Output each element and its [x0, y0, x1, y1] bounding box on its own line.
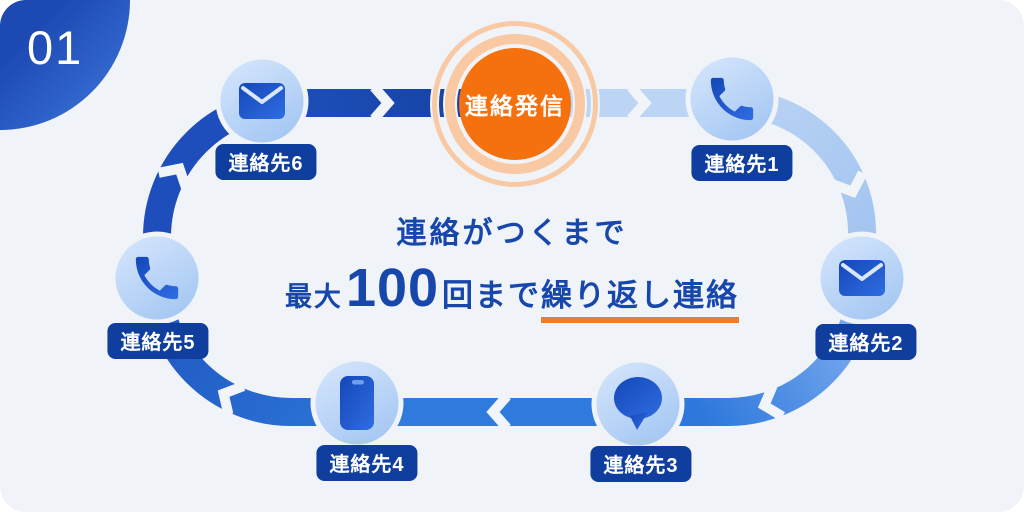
node-label-3: 連絡先3: [590, 446, 692, 482]
node-circle-4: [310, 356, 404, 450]
chat-icon: [614, 377, 662, 430]
contact-origin: [430, 19, 600, 189]
phone-icon: [135, 256, 179, 300]
node-circle-3: [591, 357, 685, 451]
node-label-1: 連絡先1: [691, 145, 793, 181]
node-circle-6: [215, 54, 309, 148]
headline-prefix: 最大: [284, 282, 343, 312]
arrow-chevron-icon: [627, 83, 652, 123]
phone-icon: [710, 77, 754, 121]
headline-middle: 回まで: [442, 278, 542, 313]
node-label-5: 連絡先5: [107, 323, 209, 359]
arrow-chevron-icon: [486, 392, 511, 432]
node-circle-1: [685, 52, 779, 146]
node-circle-5: [110, 231, 204, 325]
step-number: 01: [27, 21, 84, 74]
headline-emphasis: 繰り返し連絡: [541, 270, 740, 323]
mail-icon: [839, 260, 885, 296]
arrow-chevron-icon: [831, 170, 868, 198]
arrow-chevron-icon: [217, 381, 246, 416]
contact-origin-label: 連絡発信: [465, 93, 565, 119]
node-label-4: 連絡先4: [316, 445, 418, 481]
headline-line2: 最大 100 回まで 繰り返し連絡: [0, 257, 1024, 323]
arrow-chevron-icon: [157, 162, 192, 191]
headline-line1: 連絡がつくまで: [396, 217, 628, 250]
headline-count: 100: [345, 258, 440, 318]
pulse-ring-outer: [432, 21, 598, 187]
arrow-chevron-icon: [370, 83, 395, 123]
smartphone-icon: [340, 376, 374, 430]
node-label-6: 連絡先6: [215, 144, 317, 180]
node-circle-2: [815, 231, 909, 325]
mail-icon: [239, 83, 285, 119]
pulse-ring-inner: [445, 34, 585, 174]
arrow-chevron-icon: [757, 384, 786, 421]
flow-arrows: [157, 83, 868, 432]
headline: 連絡がつくまで 最大 100 回まで 繰り返し連絡: [0, 208, 1024, 323]
node-label-2: 連絡先2: [815, 324, 917, 360]
contact-origin-circle: [459, 48, 571, 160]
